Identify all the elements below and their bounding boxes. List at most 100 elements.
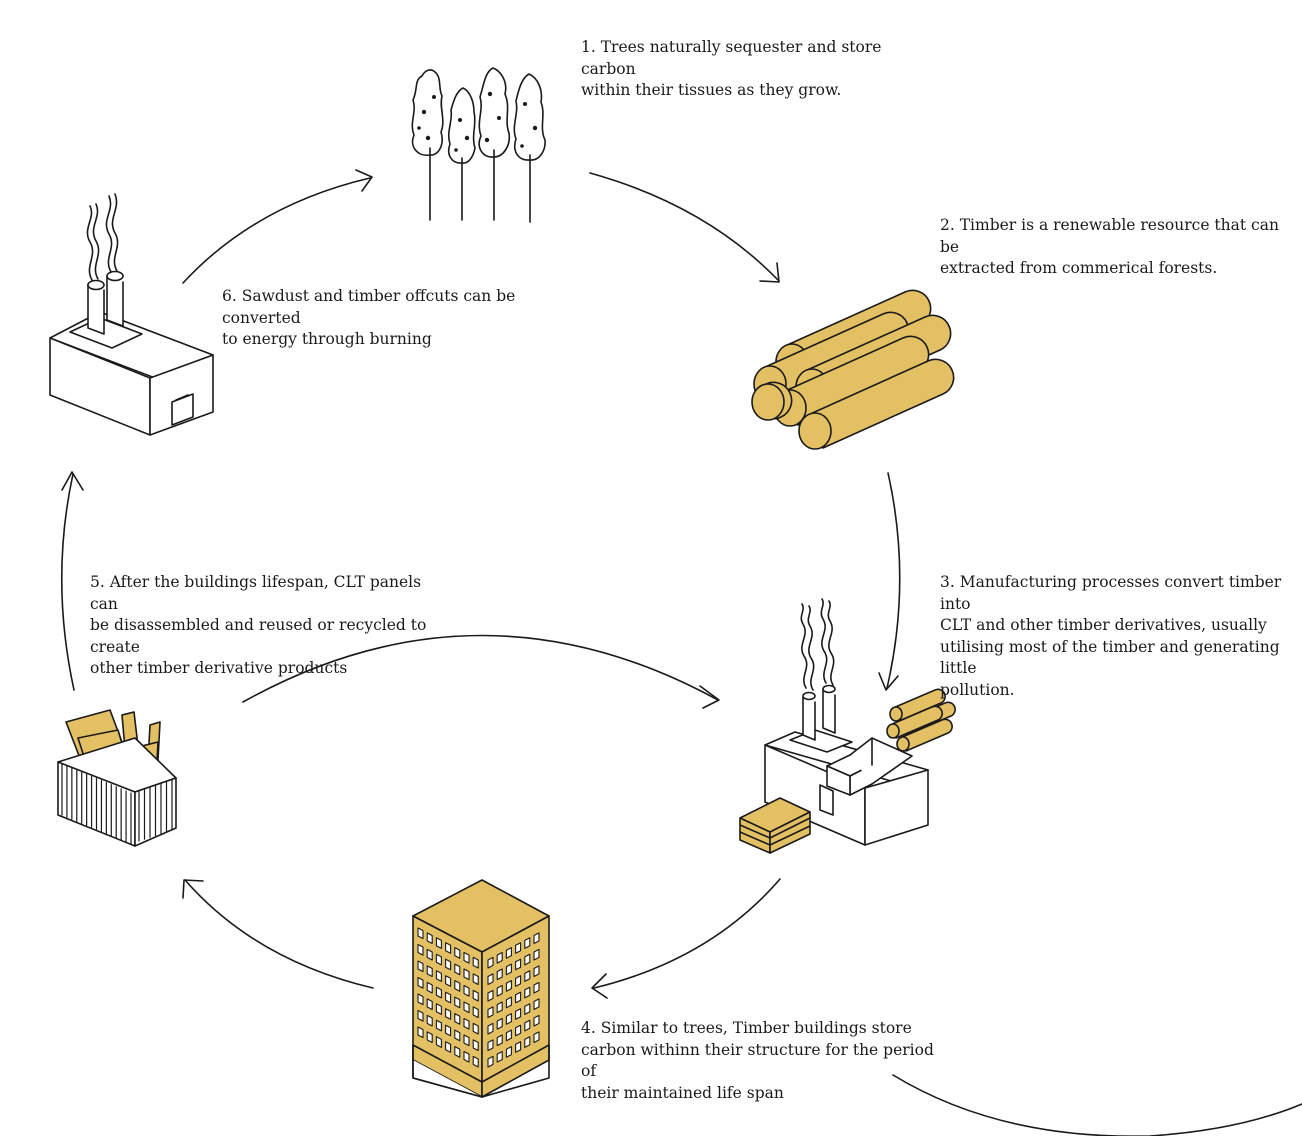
window (505, 1029, 512, 1042)
window (496, 984, 503, 997)
window (505, 996, 512, 1009)
window (496, 1017, 503, 1030)
window (487, 1022, 494, 1035)
window (524, 986, 531, 999)
window (426, 948, 433, 961)
cycle-arrows (60, 169, 1302, 1136)
step-3-text: 3. Manufacturing processes convert timbe… (940, 573, 1282, 699)
window (487, 1055, 494, 1068)
window (505, 980, 512, 992)
window (445, 958, 452, 971)
window (454, 1029, 461, 1042)
window (463, 951, 470, 964)
window (454, 963, 461, 976)
arrow-building-to-reuse (182, 879, 374, 989)
window (435, 953, 442, 966)
trees-icon (411, 67, 546, 223)
window (505, 963, 512, 976)
window (515, 975, 522, 987)
manufacturing-factory-icon (739, 598, 956, 854)
window (426, 965, 433, 978)
step-2-text: 2. Timber is a renewable resource that c… (940, 216, 1279, 277)
window-grid-right (487, 932, 540, 1068)
window (524, 1019, 531, 1032)
window (487, 973, 494, 986)
window (496, 1050, 503, 1063)
window (496, 1001, 503, 1014)
step-1-text: 1. Trees naturally sequester and store c… (581, 38, 882, 99)
window (454, 947, 461, 959)
energy-factory-icon (49, 193, 214, 436)
window (524, 1003, 531, 1015)
window (445, 991, 452, 1004)
window (496, 951, 503, 964)
logs-icon (751, 289, 955, 450)
window (426, 981, 433, 994)
window (472, 956, 479, 969)
window (463, 968, 470, 981)
window (435, 1003, 442, 1015)
small-logs (886, 688, 956, 752)
window (505, 1046, 512, 1058)
window (472, 1006, 479, 1019)
window (454, 1046, 461, 1058)
window (487, 956, 494, 969)
bin-stripes (138, 779, 173, 842)
window (496, 968, 503, 981)
window (515, 958, 522, 971)
window (463, 984, 470, 997)
arrow-energy-to-trees (182, 169, 373, 284)
window (463, 1001, 470, 1014)
window (445, 975, 452, 987)
window (505, 947, 512, 959)
window-grid-left (417, 927, 479, 1068)
window (435, 937, 442, 949)
step-5-text: 5. After the buildings lifespan, CLT pan… (90, 573, 427, 677)
window (454, 1013, 461, 1025)
window (445, 1008, 452, 1020)
window (417, 943, 424, 956)
recycle-bin-icon (57, 709, 177, 847)
window (417, 1026, 424, 1039)
window (524, 1036, 531, 1048)
window (487, 1039, 494, 1052)
step-6-text: 6. Sawdust and timber offcuts can be con… (222, 287, 516, 348)
window (435, 1019, 442, 1032)
window (487, 989, 494, 1002)
step-4-text: 4. Similar to trees, Timber buildings st… (581, 1019, 934, 1102)
window (463, 1017, 470, 1030)
window (472, 1055, 479, 1068)
window (487, 1006, 494, 1019)
window (515, 1024, 522, 1037)
window (496, 1034, 503, 1047)
window (426, 1031, 433, 1044)
window (463, 1050, 470, 1063)
arrow-manufacturing-to-building (591, 878, 781, 999)
window (417, 927, 424, 940)
window (533, 981, 540, 994)
window (533, 932, 540, 945)
arrow-trees-to-logs (589, 172, 780, 283)
window (435, 970, 442, 982)
window (515, 991, 522, 1004)
window (445, 942, 452, 954)
window (515, 1041, 522, 1053)
window (515, 1008, 522, 1020)
bin-stripes (61, 763, 132, 845)
window (533, 965, 540, 978)
window (515, 942, 522, 954)
log (798, 358, 955, 450)
window (524, 953, 531, 966)
window (417, 1009, 424, 1022)
window (505, 1013, 512, 1025)
clt-stack (739, 797, 811, 854)
window (435, 986, 442, 999)
window (435, 1036, 442, 1048)
timber-building-icon (412, 879, 550, 1098)
window (426, 932, 433, 945)
arrow-reuse-to-energy (60, 471, 84, 691)
window (417, 993, 424, 1006)
window (417, 960, 424, 973)
